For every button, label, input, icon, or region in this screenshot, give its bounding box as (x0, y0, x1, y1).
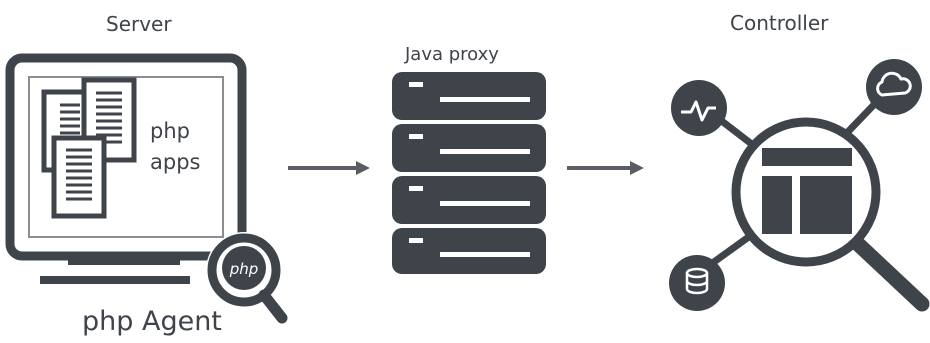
monitor-icon (5, 53, 247, 284)
java-proxy-label: Java proxy (405, 44, 499, 65)
document-icon (41, 77, 137, 219)
arrow-right-icon (567, 161, 644, 175)
server-label: Server (106, 12, 172, 36)
apps-line-1: php (150, 119, 190, 143)
php-agent-label: php Agent (82, 306, 222, 337)
magnifier-icon: php (206, 232, 288, 324)
pulse-icon (671, 80, 727, 136)
apps-line-2: apps (150, 150, 201, 174)
php-apps-label: php apps (150, 116, 200, 178)
php-badge: php (229, 260, 259, 278)
database-icon (669, 255, 725, 311)
server-rack-icon (392, 72, 546, 274)
dashboard-icon (762, 148, 852, 234)
controller-label: Controller (730, 11, 829, 35)
arrow-right-icon (288, 161, 370, 175)
cloud-icon (866, 59, 922, 115)
